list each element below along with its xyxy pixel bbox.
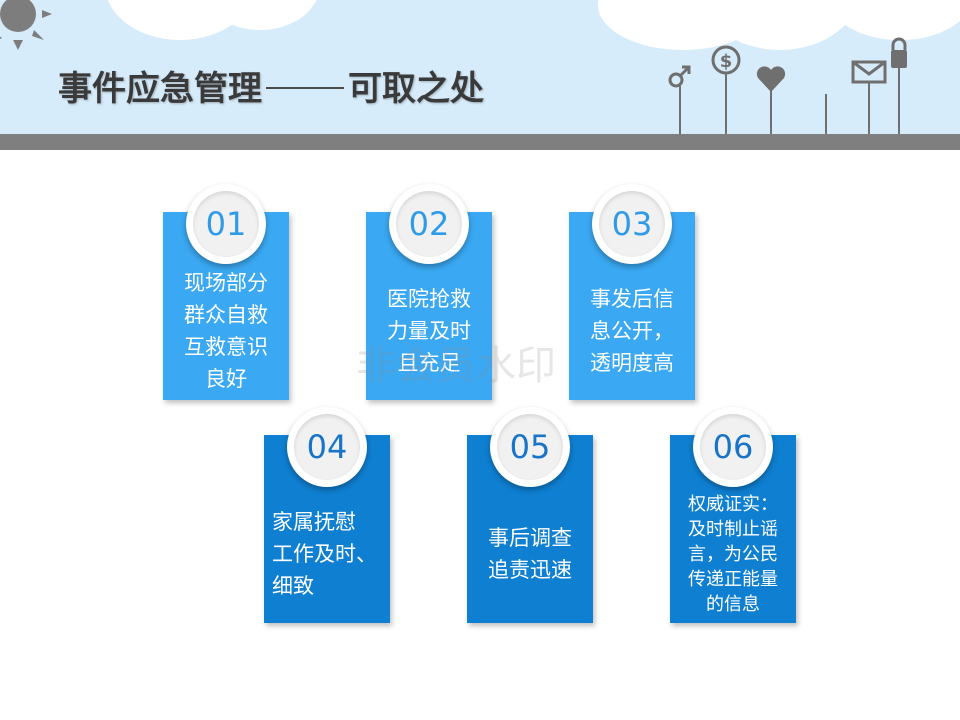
- envelope-icon: [853, 62, 885, 82]
- card-03: 03 事发后信 息公开， 透明度高: [569, 212, 695, 400]
- card-line: 及时制止谣: [688, 517, 778, 542]
- card-number: 03: [599, 191, 665, 257]
- title-main: 事件应急管理: [58, 61, 262, 110]
- card-line: 追责迅速: [488, 554, 572, 586]
- number-badge: 01: [186, 184, 266, 264]
- card-text: 医院抢救 力量及时 且充足: [372, 268, 486, 394]
- card-05: 05 事后调查 追责迅速: [467, 435, 593, 623]
- card-line: 息公开，: [590, 315, 674, 347]
- svg-text:$: $: [720, 51, 733, 72]
- card-number: 05: [497, 414, 563, 480]
- card-line: 良好: [184, 363, 268, 395]
- number-badge: 03: [592, 184, 672, 264]
- card-line: 言，为公民: [688, 542, 778, 567]
- card-line: 互救意识: [184, 331, 268, 363]
- card-text: 家属抚慰 工作及时、 细致: [270, 491, 384, 617]
- card-line: 医院抢救: [387, 283, 471, 315]
- card-number: 02: [396, 191, 462, 257]
- card-line: 细致: [272, 570, 377, 602]
- card-line: 现场部分: [184, 267, 268, 299]
- card-text: 事发后信 息公开， 透明度高: [575, 268, 689, 394]
- card-06: 06 权威证实： 及时制止谣 言，为公民 传递正能量 的信息: [670, 435, 796, 623]
- card-line: 传递正能量: [688, 567, 778, 592]
- card-line: 透明度高: [590, 347, 674, 379]
- card-line: 家属抚慰: [272, 506, 377, 538]
- title-sub: 可取之处: [348, 61, 484, 110]
- number-badge: 04: [287, 407, 367, 487]
- male-icon: [670, 67, 689, 86]
- card-line: 权威证实：: [688, 492, 778, 517]
- card-02: 02 医院抢救 力量及时 且充足: [366, 212, 492, 400]
- card-number: 06: [700, 414, 766, 480]
- card-line: 工作及时、: [272, 538, 377, 570]
- lock-icon: [891, 39, 907, 68]
- number-badge: 05: [490, 407, 570, 487]
- card-line: 事后调查: [488, 522, 572, 554]
- card-01: 01 现场部分 群众自救 互救意识 良好: [163, 212, 289, 400]
- card-04: 04 家属抚慰 工作及时、 细致: [264, 435, 390, 623]
- card-number: 04: [294, 414, 360, 480]
- header-bar: [0, 134, 960, 150]
- card-line: 的信息: [688, 592, 778, 617]
- card-line: 且充足: [387, 347, 471, 379]
- card-text: 现场部分 群众自救 互救意识 良好: [169, 268, 283, 394]
- card-number: 01: [193, 191, 259, 257]
- card-line: 事发后信: [590, 283, 674, 315]
- dollar-icon: $: [713, 47, 739, 73]
- heart-icon: [757, 66, 785, 92]
- title-dash: [266, 87, 344, 89]
- card-text: 权威证实： 及时制止谣 言，为公民 传递正能量 的信息: [676, 491, 790, 617]
- number-badge: 06: [693, 407, 773, 487]
- card-line: 力量及时: [387, 315, 471, 347]
- page-title: 事件应急管理 可取之处: [58, 62, 484, 108]
- number-badge: 02: [389, 184, 469, 264]
- card-line: 群众自救: [184, 299, 268, 331]
- card-text: 事后调查 追责迅速: [473, 491, 587, 617]
